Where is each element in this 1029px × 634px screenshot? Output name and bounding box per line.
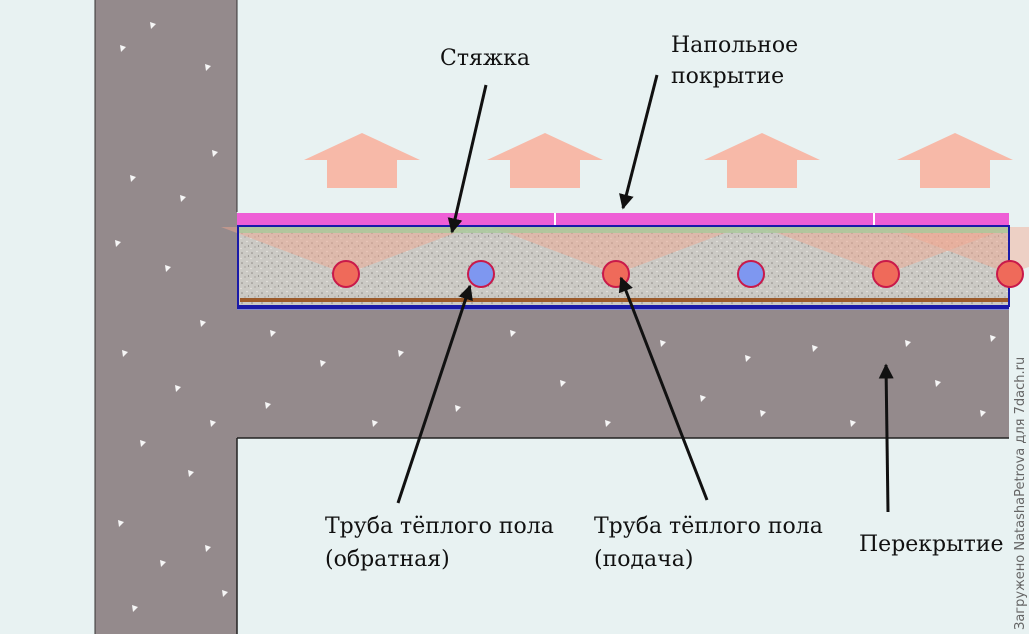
floor-covering-pointer-arrow	[619, 74, 659, 210]
return-pipe	[467, 260, 495, 288]
supply-pipe-label-line2: (подача)	[594, 547, 693, 572]
green-underlay	[238, 224, 1009, 233]
watermark: Загружено NatashaPetrova для 7dach.ru	[1013, 357, 1028, 630]
aggregate-mark	[812, 345, 818, 352]
aggregate-mark	[760, 410, 766, 417]
aggregate-mark	[188, 470, 194, 477]
aggregate-mark	[175, 385, 181, 392]
aggregate-mark	[990, 335, 996, 342]
aggregate-mark	[180, 195, 186, 202]
floor-covering	[237, 213, 1009, 225]
heat-rising-arrows	[304, 133, 1013, 188]
heat-spread-cone	[221, 227, 471, 274]
heat-spread-cone	[491, 227, 741, 274]
floor-heating-layer	[221, 213, 1029, 310]
aggregate-mark	[265, 402, 271, 409]
floor-covering-label-line2: покрытие	[671, 64, 784, 89]
aggregate-mark	[122, 350, 128, 357]
pointer-arrows	[396, 74, 894, 513]
aggregate-mark	[205, 545, 211, 552]
damper-strip	[240, 298, 1009, 302]
slab-label: Перекрытие	[859, 532, 1004, 557]
supply-pipe	[602, 260, 630, 288]
heat-spread-cone	[885, 227, 1029, 274]
heat-spread-cone	[761, 227, 1011, 274]
aggregate-mark	[120, 45, 126, 52]
aggregate-mark	[212, 150, 218, 157]
aggregate-mark	[905, 340, 911, 347]
aggregate-mark	[605, 420, 611, 427]
aggregate-mark	[160, 560, 166, 567]
return-pipe-label-line1: Труба тёплого пола	[325, 514, 554, 539]
aggregate-mark	[118, 520, 124, 527]
aggregate-mark	[140, 440, 146, 447]
aggregate-mark	[132, 605, 138, 612]
screed-pointer-arrow	[447, 84, 488, 234]
aggregate-mark	[700, 395, 706, 402]
aggregate-mark	[130, 175, 136, 182]
aggregate-mark	[372, 420, 378, 427]
aggregate-mark	[510, 330, 516, 337]
supply-pipe-pointer-arrow	[618, 276, 709, 501]
aggregate-mark	[560, 380, 566, 387]
aggregate-mark	[222, 590, 228, 597]
aggregate-mark	[115, 240, 121, 247]
supply-pipe	[872, 260, 900, 288]
heat-up-arrow	[897, 133, 1013, 188]
supply-pipe-label-line1: Труба тёплого пола	[594, 514, 823, 539]
aggregate-mark	[660, 340, 666, 347]
return-pipe-pointer-arrow	[396, 284, 473, 504]
heat-up-arrow	[487, 133, 603, 188]
supply-pipe	[996, 260, 1024, 288]
aggregate-mark	[398, 350, 404, 357]
slab-pointer-arrow	[878, 363, 894, 513]
aggregate-mark	[205, 64, 211, 71]
concrete-slab	[237, 310, 1009, 438]
aggregate-mark	[210, 420, 216, 427]
aggregate-mark	[935, 380, 941, 387]
aggregate-mark	[200, 320, 206, 327]
aggregate-mark	[150, 22, 156, 29]
heat-up-arrow	[304, 133, 420, 188]
supply-pipe	[332, 260, 360, 288]
aggregate-mark	[745, 355, 751, 362]
aggregate-mark	[980, 410, 986, 417]
aggregate-mark	[850, 420, 856, 427]
aggregate-mark	[165, 265, 171, 272]
aggregate-mark	[270, 330, 276, 337]
concrete-wall	[95, 0, 237, 634]
aggregate-mark	[455, 405, 461, 412]
return-pipe	[737, 260, 765, 288]
heating-pipes	[332, 260, 1024, 288]
screed-label: Стяжка	[440, 46, 530, 71]
heat-up-arrow	[704, 133, 820, 188]
room-below	[237, 438, 1009, 634]
return-pipe-label-line2: (обратная)	[325, 547, 450, 572]
aggregate-mark	[320, 360, 326, 367]
floor-covering-label-line1: Напольное	[671, 33, 798, 58]
concrete-aggregate-marks	[115, 22, 996, 612]
heat-spread-zones	[221, 227, 1029, 274]
